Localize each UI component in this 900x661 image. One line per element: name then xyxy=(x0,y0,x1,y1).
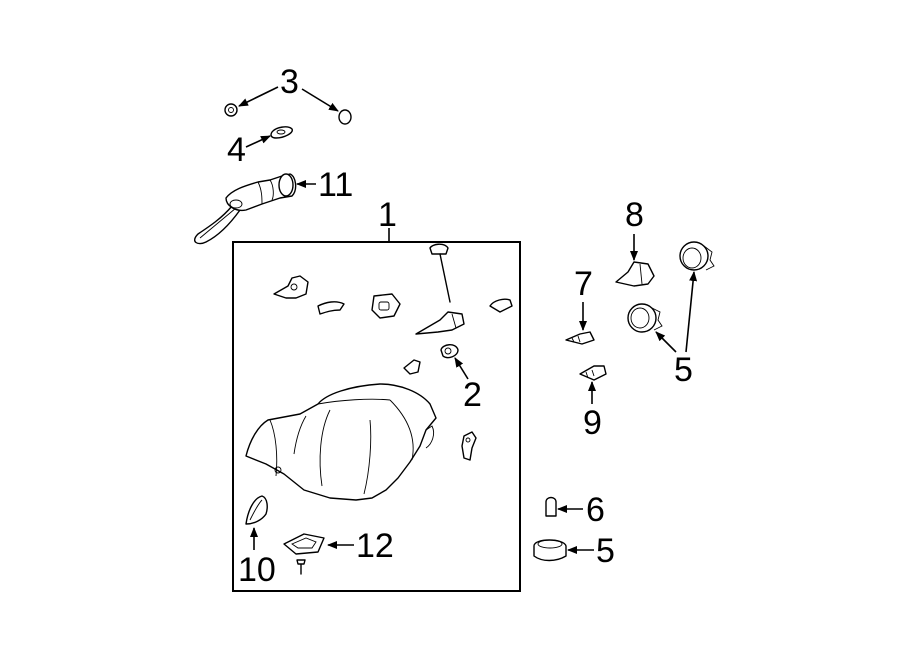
assembly-box xyxy=(232,241,521,592)
small-clip-b xyxy=(317,301,345,315)
leader-2 xyxy=(454,357,469,380)
part-3-caps xyxy=(224,103,352,125)
headlamp-housing xyxy=(245,383,437,501)
part-11-leveling-motor xyxy=(194,173,297,245)
callout-6: 6 xyxy=(586,491,605,529)
part-4-gasket xyxy=(270,126,293,139)
leader-5b xyxy=(685,271,698,353)
callout-2: 2 xyxy=(463,376,482,414)
part-7-bulb xyxy=(565,331,595,345)
part-2-grommet xyxy=(440,344,459,359)
small-bulb xyxy=(489,298,513,313)
callout-4: 4 xyxy=(227,131,246,169)
callout-10: 10 xyxy=(238,551,276,589)
small-pin xyxy=(403,359,421,375)
part-12-plate xyxy=(283,533,325,575)
callout-8: 8 xyxy=(625,196,644,234)
part-5-socket-ring-right xyxy=(679,241,715,271)
leader-3b xyxy=(301,88,339,112)
leader-4 xyxy=(245,135,271,148)
side-bracket xyxy=(461,431,477,461)
leader-3a xyxy=(238,86,279,107)
callout-9: 9 xyxy=(583,404,602,442)
callout-12: 12 xyxy=(356,527,394,565)
part-9-bulb xyxy=(579,365,607,381)
adjuster-rod xyxy=(429,243,451,303)
callout-5-lower: 5 xyxy=(596,532,615,570)
callout-7: 7 xyxy=(574,265,593,303)
callout-3: 3 xyxy=(280,63,299,101)
part-5-socket-lower xyxy=(533,539,567,562)
callout-1: 1 xyxy=(378,196,397,234)
clip-c xyxy=(371,293,401,319)
part-5-socket-ring-left xyxy=(627,303,663,333)
part-6-bulb xyxy=(545,496,557,517)
leader-5a xyxy=(655,331,677,353)
part-8-bulb-socket xyxy=(615,261,655,287)
part-10-reflector xyxy=(245,495,268,525)
callout-11: 11 xyxy=(318,166,353,204)
adjuster-screw xyxy=(415,311,465,335)
callout-5-upper: 5 xyxy=(674,351,693,389)
small-connector-a xyxy=(273,275,309,299)
